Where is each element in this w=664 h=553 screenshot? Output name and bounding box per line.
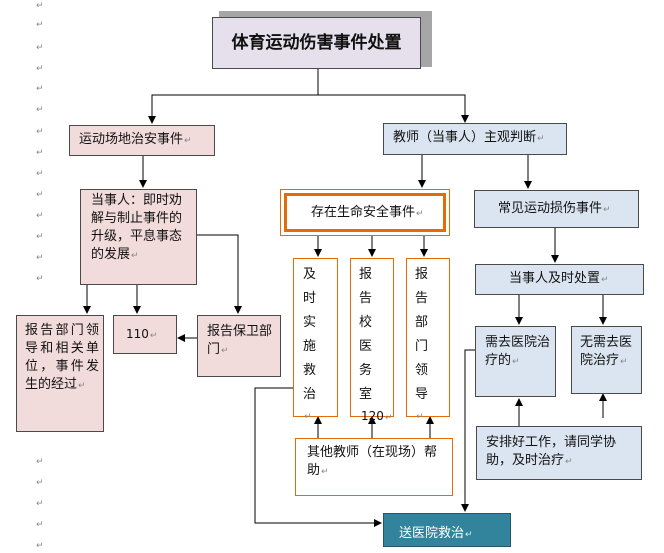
node-report-security: 报告保卫部门↵ bbox=[197, 315, 281, 377]
node-common-injury: 常见运动损伤事件↵ bbox=[474, 190, 639, 228]
paragraph-mark: ↵ bbox=[36, 232, 44, 242]
paragraph-mark: ↵ bbox=[36, 478, 44, 488]
node-rescue: 及时实施救治 ↵ bbox=[293, 258, 338, 422]
paragraph-mark: ↵ bbox=[36, 127, 44, 137]
paragraph-mark: ↵ bbox=[36, 1, 44, 11]
node-sports-venue: 运动场地治安事件↵ bbox=[69, 125, 215, 156]
paragraph-mark: ↵ bbox=[36, 148, 44, 158]
paragraph-mark: ↵ bbox=[36, 84, 44, 94]
diagram-title: 体育运动伤害事件处置 bbox=[212, 17, 421, 69]
paragraph-mark: ↵ bbox=[36, 190, 44, 200]
paragraph-mark: ↵ bbox=[36, 499, 44, 509]
paragraph-mark: ↵ bbox=[36, 211, 44, 221]
paragraph-mark: ↵ bbox=[36, 64, 44, 74]
node-party-persuade: 当事人：即时劝解与制止事件的升级，平息事态的发展↵ bbox=[80, 189, 197, 285]
node-party-timely: 当事人及时处置↵ bbox=[475, 264, 644, 295]
paragraph-mark: ↵ bbox=[36, 274, 44, 284]
node-report-clinic: 报告校医务室 120↵ bbox=[350, 258, 394, 423]
paragraph-mark: ↵ bbox=[36, 43, 44, 53]
node-report-leader: 报告部门领导 ↵ bbox=[406, 258, 450, 422]
node-call-110: 110↵ bbox=[113, 315, 177, 354]
node-life-safety: 存在生命安全事件↵ bbox=[280, 189, 450, 236]
paragraph-mark: ↵ bbox=[36, 541, 44, 551]
life-safety-inner: 存在生命安全事件↵ bbox=[284, 193, 446, 232]
paragraph-mark: ↵ bbox=[36, 457, 44, 467]
paragraph-mark: ↵ bbox=[36, 253, 44, 263]
node-teacher-judge: 教师（当事人）主观判断↵ bbox=[383, 123, 567, 155]
paragraph-mark: ↵ bbox=[36, 520, 44, 530]
paragraph-mark: ↵ bbox=[36, 169, 44, 179]
node-arrange-work: 安排好工作，请同学协助，及时治疗↵ bbox=[476, 426, 642, 480]
paragraph-mark: ↵ bbox=[36, 20, 44, 30]
node-no-hospital: 无需去医院治疗↵ bbox=[571, 326, 642, 394]
node-send-hospital: 送医院救治↵ bbox=[383, 513, 511, 547]
node-report-dept-leader: 报告部门领导和相关单位，事件发生的经过↵ bbox=[16, 315, 104, 432]
node-need-hospital: 需去医院治疗的↵ bbox=[475, 326, 556, 397]
node-other-teachers: 其他教师（在现场）帮助↵ bbox=[295, 438, 453, 496]
paragraph-mark: ↵ bbox=[36, 105, 44, 115]
